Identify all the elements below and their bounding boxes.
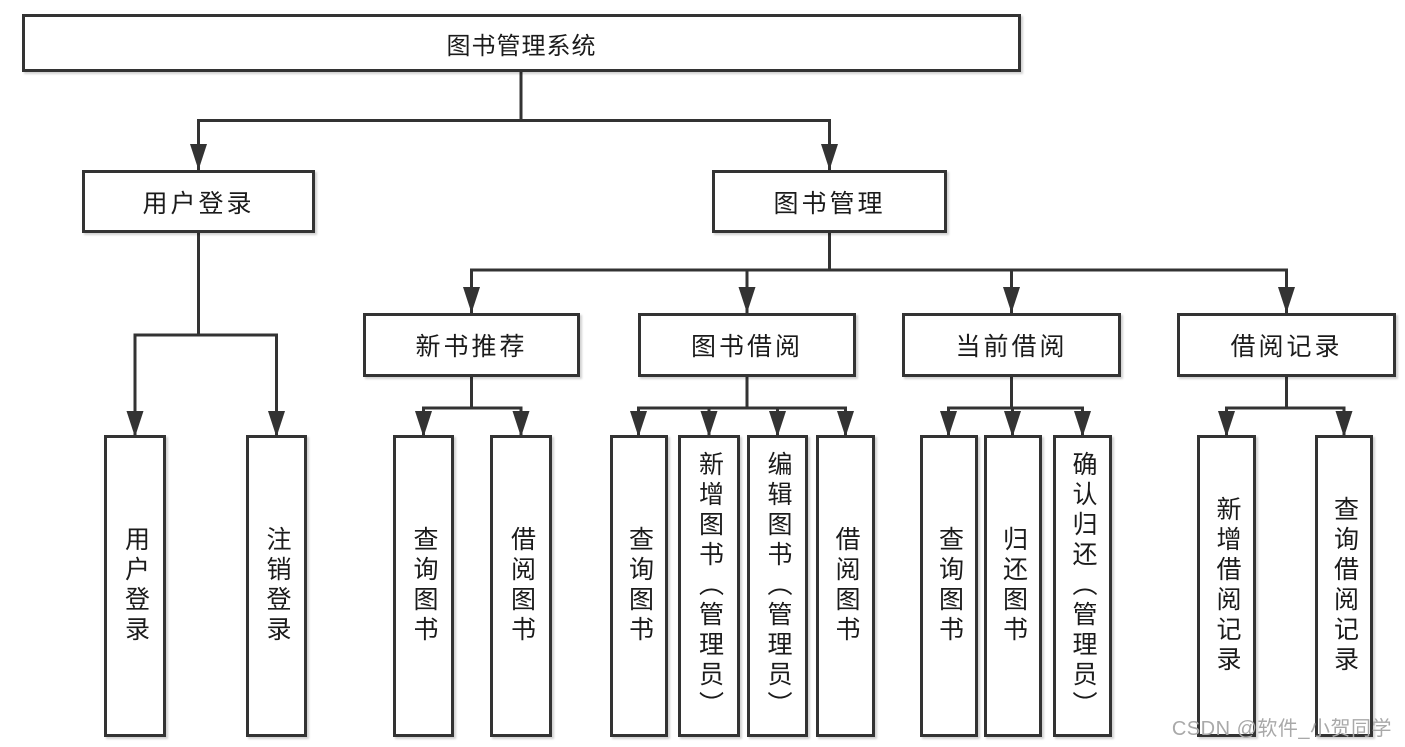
node-leaf-bb-edit-books-label: 编辑图书（管理员） [764, 451, 792, 721]
connector-root-to-level2 [190, 72, 838, 170]
connector-user-login-to-leaves [126, 233, 285, 437]
connector-borrowing-records-to-leaves [1218, 377, 1353, 437]
node-leaf-cb-query-books-label: 查询图书 [935, 526, 964, 646]
connector-book-management-to-level3 [463, 233, 1295, 313]
node-leaf-bb-query-books: 查询图书 [610, 435, 668, 737]
node-leaf-br-add-record: 新增借阅记录 [1197, 435, 1256, 737]
node-leaf-nbr-query-books-label: 查询图书 [410, 526, 438, 646]
node-leaf-cb-return-books: 归还图书 [984, 435, 1042, 737]
node-leaf-bb-edit-books: 编辑图书（管理员） [747, 435, 808, 737]
node-current-borrowing: 当前借阅 [902, 313, 1121, 377]
node-new-book-recommend: 新书推荐 [363, 313, 580, 377]
node-new-book-recommend-label: 新书推荐 [415, 333, 528, 361]
node-leaf-bb-add-books: 新增图书（管理员） [678, 435, 740, 737]
node-root: 图书管理系统 [22, 14, 1021, 72]
node-leaf-user-login-label: 用户登录 [121, 526, 150, 646]
node-leaf-cb-confirm-return-label: 确认归还（管理员） [1069, 451, 1097, 721]
node-user-login: 用户登录 [82, 170, 315, 233]
node-leaf-bb-borrow-books-label: 借阅图书 [832, 526, 860, 646]
node-leaf-bb-add-books-label: 新增图书（管理员） [695, 451, 724, 721]
node-leaf-br-add-record-label: 新增借阅记录 [1213, 496, 1241, 676]
connector-current-borrowing-to-leaves [940, 377, 1091, 437]
node-leaf-nbr-query-books: 查询图书 [393, 435, 454, 737]
node-book-management-label: 图书管理 [773, 189, 886, 218]
csdn-watermark: CSDN @软件_小贺同学 [1171, 718, 1392, 740]
node-book-borrowing-label: 图书借阅 [690, 333, 803, 361]
node-book-management: 图书管理 [712, 170, 947, 233]
node-leaf-cb-confirm-return: 确认归还（管理员） [1053, 435, 1112, 737]
connector-new-book-recommend-to-leaves [415, 377, 530, 437]
node-leaf-logout: 注销登录 [246, 435, 307, 737]
node-root-label: 图书管理系统 [446, 32, 597, 60]
node-leaf-logout-label: 注销登录 [263, 526, 291, 646]
node-leaf-nbr-borrow-books: 借阅图书 [490, 435, 552, 737]
node-leaf-bb-query-books-label: 查询图书 [625, 526, 654, 646]
node-leaf-nbr-borrow-books-label: 借阅图书 [507, 526, 536, 646]
node-leaf-bb-borrow-books: 借阅图书 [816, 435, 875, 737]
node-book-borrowing: 图书借阅 [638, 313, 856, 377]
node-leaf-cb-query-books: 查询图书 [920, 435, 978, 737]
node-leaf-user-login: 用户登录 [104, 435, 166, 737]
connector-book-borrowing-to-leaves [630, 377, 854, 437]
node-leaf-cb-return-books-label: 归还图书 [999, 526, 1028, 646]
node-leaf-br-query-record-label: 查询借阅记录 [1330, 496, 1359, 676]
node-borrowing-records: 借阅记录 [1177, 313, 1396, 377]
node-current-borrowing-label: 当前借阅 [955, 333, 1068, 361]
node-user-login-label: 用户登录 [142, 189, 255, 218]
node-borrowing-records-label: 借阅记录 [1230, 333, 1343, 361]
node-leaf-br-query-record: 查询借阅记录 [1315, 435, 1373, 737]
